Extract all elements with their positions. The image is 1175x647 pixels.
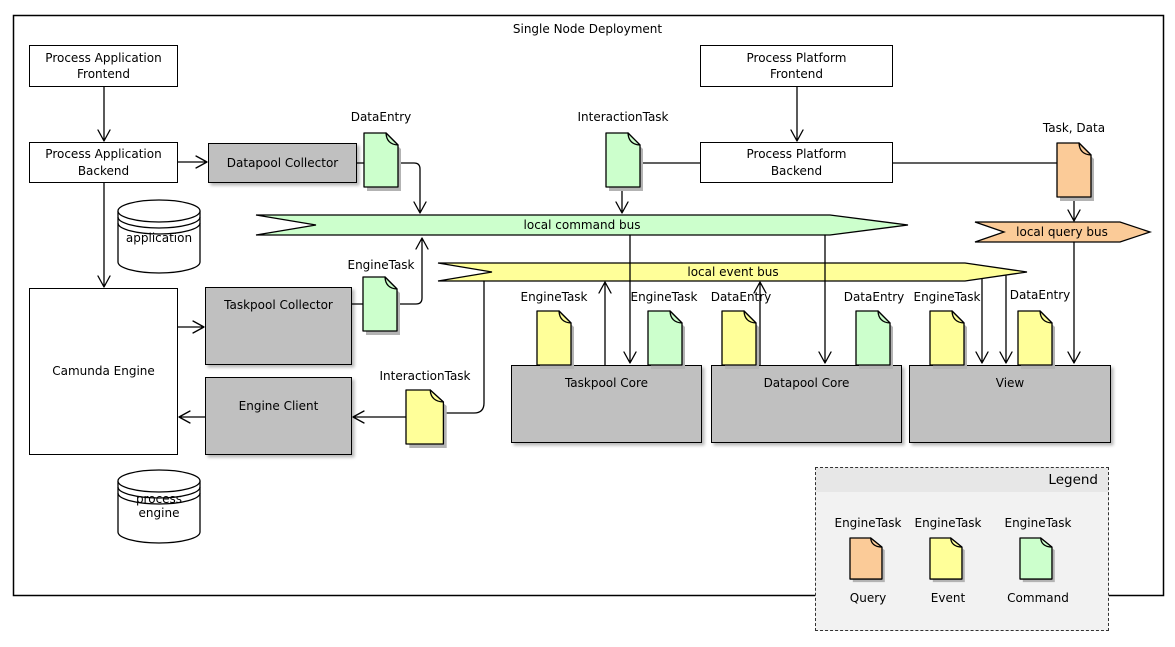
connector-event-bus-to-view-2 <box>999 275 1013 364</box>
enginetask-view-label: EngineTask <box>913 290 981 304</box>
interactiontask-platform-document-icon <box>605 132 643 191</box>
dataentry-view-label: DataEntry <box>1009 288 1071 302</box>
enginetask-taskpool-event-document-icon <box>536 310 574 369</box>
dataentry-datapool-event-document-icon <box>721 310 759 369</box>
legend-query-caption: Query <box>849 591 887 605</box>
enginetask-collector-label: EngineTask <box>347 258 415 272</box>
legend-item-event: EngineTask Event <box>903 516 993 607</box>
connector-paf-to-pab <box>97 86 111 142</box>
legend-command-caption: Command <box>1007 591 1069 605</box>
node-process-platform-backend: Process Platform Backend <box>700 142 893 183</box>
legend-event-document-icon <box>928 537 965 583</box>
diagram-title: Single Node Deployment <box>512 22 663 36</box>
connector-event-bus-to-view-1 <box>975 278 989 364</box>
dataentry-collector-label: DataEntry <box>350 110 412 124</box>
legend-command-doc-label: EngineTask <box>1004 516 1072 530</box>
connector-pab-to-camunda <box>97 182 111 288</box>
datastore-process-engine-label: process engine <box>135 492 183 520</box>
local-query-bus <box>974 221 1153 243</box>
node-engine-client: Engine Client <box>205 377 352 455</box>
legend-event-doc-label: EngineTask <box>914 516 982 530</box>
legend-item-command: EngineTask Command <box>993 516 1083 607</box>
connector-datapool-core-to-event-bus <box>753 281 767 366</box>
node-view: View <box>909 365 1111 443</box>
diagram-border <box>12 14 1165 597</box>
connector-enginetask-to-command-bus <box>396 237 429 305</box>
legend-query-document-icon <box>848 537 885 583</box>
connector-event-bus-to-interactiontask <box>444 280 485 414</box>
legend-title: Legend <box>816 468 1108 492</box>
node-camunda-engine: Camunda Engine <box>29 288 178 455</box>
node-taskpool-core: Taskpool Core <box>511 365 702 443</box>
connector-interactiontask-to-engine-client <box>352 410 407 424</box>
dataentry-view-document-icon <box>1017 310 1055 369</box>
node-datapool-core: Datapool Core <box>711 365 902 443</box>
legend-event-caption: Event <box>930 591 966 605</box>
enginetask-collector-document-icon <box>362 276 400 335</box>
dataentry-datapool-command-label: DataEntry <box>843 290 905 304</box>
connector-dataentry-to-command-bus <box>397 162 427 214</box>
connector-query-bus-to-view <box>1067 241 1081 364</box>
connector-camunda-to-taskpool-collector <box>177 320 205 334</box>
enginetask-taskpool-command-document-icon <box>647 310 685 369</box>
datastore-application-icon <box>117 199 201 274</box>
interactiontask-client-label: InteractionTask <box>379 369 471 383</box>
legend-query-doc-label: EngineTask <box>834 516 902 530</box>
node-process-application-backend: Process Application Backend <box>29 142 178 183</box>
legend-item-query: EngineTask Query <box>823 516 913 607</box>
enginetask-view-document-icon <box>929 310 967 369</box>
legend-command-document-icon <box>1018 537 1055 583</box>
node-datapool-collector: Datapool Collector <box>208 143 357 183</box>
interactiontask-platform-label: InteractionTask <box>577 110 669 124</box>
connector-taskpool-core-to-event-bus <box>598 281 612 366</box>
local-command-bus-label: local command bus <box>523 218 641 232</box>
connector-ppf-to-ppb <box>790 86 804 142</box>
datastore-process-engine-icon <box>117 469 201 544</box>
connector-interactiontask-to-command-bus <box>615 186 629 214</box>
dataentry-datapool-event-label: DataEntry <box>710 290 772 304</box>
node-process-platform-frontend: Process Platform Frontend <box>700 45 893 87</box>
legend-panel: Legend EngineTask Query EngineTask <box>815 467 1109 631</box>
connector-command-bus-to-taskpool-core <box>623 234 637 364</box>
local-query-bus-label: local query bus <box>1016 225 1108 239</box>
interactiontask-client-document-icon <box>406 390 447 448</box>
node-process-application-frontend: Process Application Frontend <box>29 45 178 87</box>
datastore-application-label: application <box>125 231 193 245</box>
local-command-bus <box>255 214 909 236</box>
task-data-document-icon <box>1056 142 1094 201</box>
dataentry-collector-document-icon <box>363 132 401 191</box>
local-event-bus <box>437 262 1028 282</box>
task-data-label: Task, Data <box>1042 121 1106 135</box>
connector-command-bus-to-datapool-core <box>818 234 832 364</box>
local-event-bus-label: local event bus <box>687 265 779 279</box>
enginetask-taskpool-command-label: EngineTask <box>630 290 698 304</box>
connector-pab-to-datapool-collector <box>177 155 208 169</box>
connector-engine-client-to-camunda <box>178 410 206 424</box>
node-taskpool-collector: Taskpool Collector <box>205 287 352 365</box>
dataentry-datapool-command-document-icon <box>855 310 893 369</box>
enginetask-taskpool-event-label: EngineTask <box>520 290 588 304</box>
